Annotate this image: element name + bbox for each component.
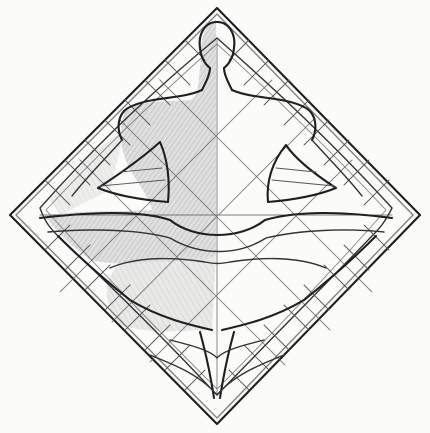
shading [45, 20, 216, 331]
figure-feet [200, 332, 214, 398]
figure-right-arm [268, 145, 336, 202]
